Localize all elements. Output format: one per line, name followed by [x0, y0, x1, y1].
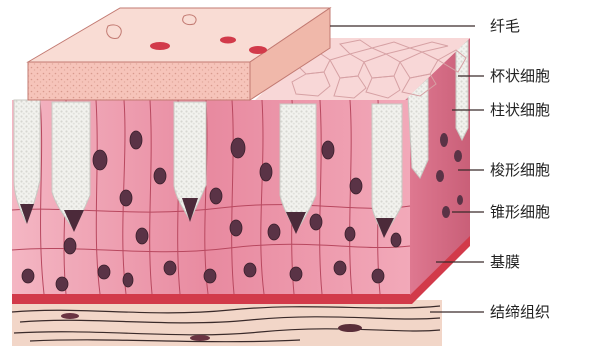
- label-goblet-cell: 杯状细胞: [490, 67, 550, 85]
- label-basement-membrane: 基膜: [490, 253, 520, 271]
- label-columnar-cell: 柱状细胞: [490, 101, 550, 119]
- label-basal-cell: 锥形细胞: [490, 203, 550, 221]
- connective-tissue-layer: [12, 300, 442, 346]
- label-fusiform-cell: 梭形细胞: [490, 161, 550, 179]
- label-connective-tissue: 结缔组织: [490, 303, 550, 321]
- label-cilia: 纤毛: [490, 17, 520, 35]
